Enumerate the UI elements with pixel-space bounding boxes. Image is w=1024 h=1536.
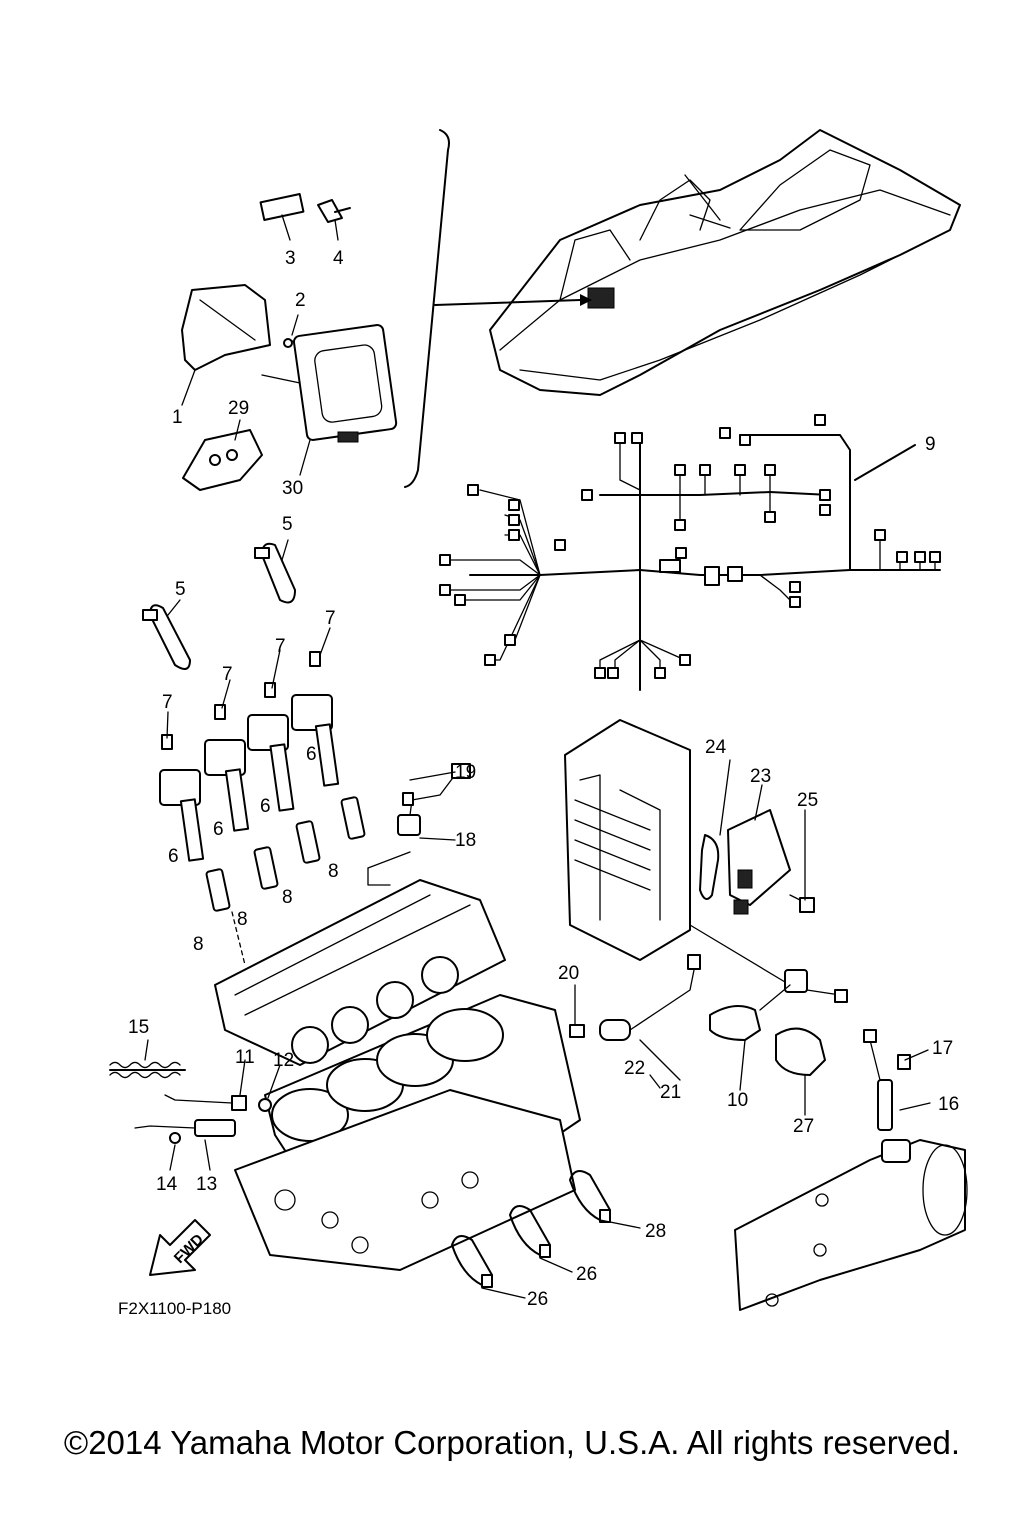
callout-19: 19 xyxy=(455,762,476,783)
callout-9: 9 xyxy=(925,434,936,455)
callout-8b: 8 xyxy=(282,887,293,908)
callout-15: 15 xyxy=(128,1017,149,1038)
callout-29: 29 xyxy=(228,398,249,419)
engine-sensors xyxy=(109,954,701,1144)
callout-8d: 8 xyxy=(193,934,204,955)
cable-ties-lower xyxy=(451,1170,611,1288)
callout-6c: 6 xyxy=(213,819,224,840)
fuse-clips xyxy=(689,924,848,1076)
callout-bracket xyxy=(404,129,592,488)
callout-27: 27 xyxy=(793,1116,814,1137)
callout-26a: 26 xyxy=(576,1264,597,1285)
diagram-code: F2X1100-P180 xyxy=(118,1299,231,1318)
callout-1: 1 xyxy=(172,407,183,428)
callout-6d: 6 xyxy=(168,846,179,867)
cam-sensor xyxy=(367,763,471,886)
callout-28: 28 xyxy=(645,1221,666,1242)
callout-24: 24 xyxy=(705,737,727,758)
ignition-coils xyxy=(159,651,340,862)
callout-23: 23 xyxy=(750,766,771,787)
callout-21: 21 xyxy=(660,1082,681,1103)
callout-18: 18 xyxy=(455,830,476,851)
callout-8a: 8 xyxy=(328,861,339,882)
ecu-group xyxy=(181,193,398,491)
callout-7b: 7 xyxy=(275,636,286,657)
callout-2: 2 xyxy=(295,290,306,311)
cable-ties-upper xyxy=(142,542,296,670)
callout-26b: 26 xyxy=(527,1289,548,1310)
exhaust-section xyxy=(734,1029,968,1311)
callout-4: 4 xyxy=(333,248,344,269)
copyright-notice: ©2014 Yamaha Motor Corporation, U.S.A. A… xyxy=(63,1424,961,1461)
callout-7a: 7 xyxy=(325,608,336,629)
callout-20: 20 xyxy=(558,963,579,984)
spark-plugs xyxy=(205,796,366,966)
callout-12: 12 xyxy=(273,1050,294,1071)
wire-harness xyxy=(439,414,941,691)
callout-3: 3 xyxy=(285,248,296,269)
callout-30: 30 xyxy=(282,478,303,499)
relay-assembly xyxy=(564,719,815,961)
callout-labels: 1 2 3 4 5 5 6 6 6 6 7 7 7 7 8 8 8 8 9 10… xyxy=(118,248,959,1318)
callout-7c: 7 xyxy=(222,664,233,685)
callout-5b: 5 xyxy=(175,579,186,600)
callout-8c: 8 xyxy=(237,909,248,930)
leader-lines xyxy=(144,214,931,1299)
callout-17: 17 xyxy=(932,1038,953,1059)
callout-5a: 5 xyxy=(282,514,293,535)
callout-16: 16 xyxy=(938,1094,959,1115)
callout-6a: 6 xyxy=(306,744,317,765)
fwd-arrow: FWD xyxy=(149,1219,211,1276)
callout-10: 10 xyxy=(727,1090,748,1111)
callout-11: 11 xyxy=(235,1047,255,1068)
watercraft-illustration xyxy=(489,129,961,396)
engine-block xyxy=(214,879,581,1271)
callout-25: 25 xyxy=(797,790,818,811)
fwd-arrow-label: FWD xyxy=(171,1231,207,1267)
callout-7d: 7 xyxy=(162,692,173,713)
callout-6b: 6 xyxy=(260,796,271,817)
callout-14: 14 xyxy=(156,1174,178,1195)
callout-22: 22 xyxy=(624,1058,645,1079)
callout-13: 13 xyxy=(196,1174,217,1195)
